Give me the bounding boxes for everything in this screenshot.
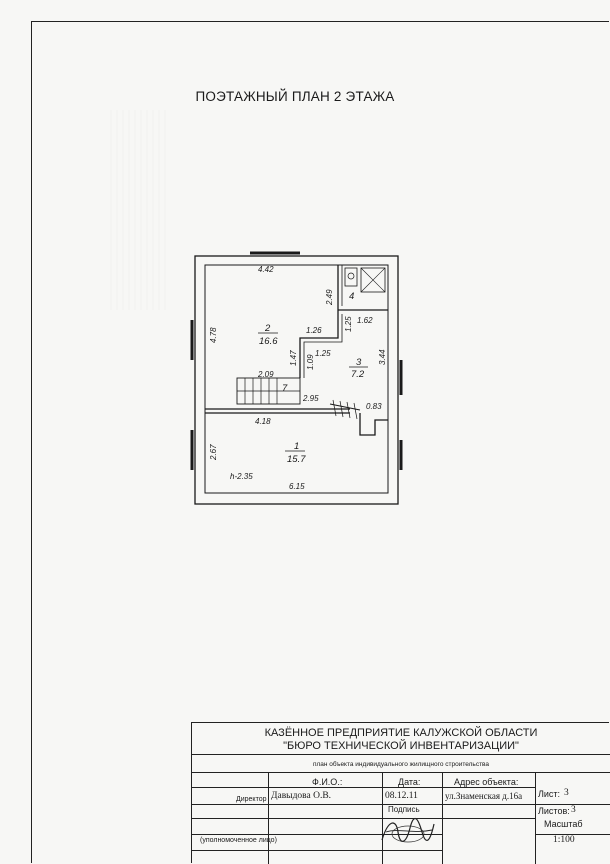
dim-label: 4.78 [209, 327, 218, 343]
document-subtitle: план объекта индивидуального жилищного с… [312, 761, 490, 768]
sheets-label: Листов: [538, 806, 570, 816]
sheets-value: 3 [571, 805, 576, 815]
dim-label: 1.62 [357, 316, 373, 325]
organization-line-1: КАЗЁННОЕ ПРЕДПРИЯТИЕ КАЛУЖСКОЙ ОБЛАСТИ [264, 727, 538, 739]
title-block: КАЗЁННОЕ ПРЕДПРИЯТИЕ КАЛУЖСКОЙ ОБЛАСТИ "… [191, 722, 610, 864]
signature-label: Подпись [388, 805, 420, 814]
room-number: 4 [349, 291, 354, 302]
organization-line-2: "БЮРО ТЕХНИЧЕСКОЙ ИНВЕНТАРИЗАЦИИ" [283, 740, 519, 752]
shower [360, 267, 386, 293]
step-partition-inner [303, 314, 343, 378]
room-number: 7 [282, 383, 288, 394]
page-title: ПОЭТАЖНЫЙ ПЛАН 2 ЭТАЖА [195, 89, 395, 104]
dim-label: 2.49 [325, 289, 334, 306]
inner-wall-line [204, 264, 389, 494]
step-partition [299, 310, 339, 378]
dim-label: 0.83 [366, 402, 382, 411]
dim-label: 6.15 [289, 482, 305, 491]
dim-label: 1.25 [315, 349, 331, 358]
dim-label: 2.95 [302, 394, 319, 403]
fio-value: Давыдова О.В. [271, 791, 332, 801]
dim-label: 2.09 [257, 370, 274, 379]
room-number: 2 [264, 323, 271, 334]
sink [344, 267, 358, 287]
niche-wall [359, 413, 388, 436]
address-label: Адрес объекта: [454, 777, 519, 787]
dim-label: 3.44 [378, 349, 387, 365]
room-number: 1 [294, 441, 299, 452]
sheet-value: 3 [564, 788, 569, 798]
dim-label: 4.18 [255, 417, 271, 426]
director-label: Директор [236, 796, 267, 803]
room-area: 7.2 [351, 369, 365, 380]
dim-label: 2.67 [209, 444, 218, 461]
dim-label: 4.42 [258, 265, 274, 274]
outer-wall [194, 255, 399, 505]
sheet-label: Лист: [538, 789, 561, 799]
dim-label: 1.25 [344, 316, 353, 332]
date-value: 08.12.11 [385, 791, 418, 801]
page-frame [31, 21, 609, 863]
address-value: ул.Знаменская д.16а [445, 791, 523, 801]
authorized-person-label: (уполномоченное лицо) [200, 837, 277, 844]
scan-artifact [110, 110, 170, 310]
date-label: Дата: [398, 777, 421, 787]
room-number: 3 [356, 357, 362, 368]
room-area: 16.6 [259, 336, 278, 347]
room-area: 15.7 [287, 454, 306, 465]
scale-label: Масштаб [544, 819, 583, 829]
dim-label: 1.26 [306, 326, 322, 335]
fio-label: Ф.И.О.: [312, 777, 343, 787]
height-label: h-2.35 [230, 472, 253, 481]
handwritten-signature [381, 817, 435, 843]
scale-value: 1:100 [553, 835, 575, 845]
dim-label: 1.09 [306, 354, 315, 370]
dim-label: 1.47 [289, 350, 298, 366]
